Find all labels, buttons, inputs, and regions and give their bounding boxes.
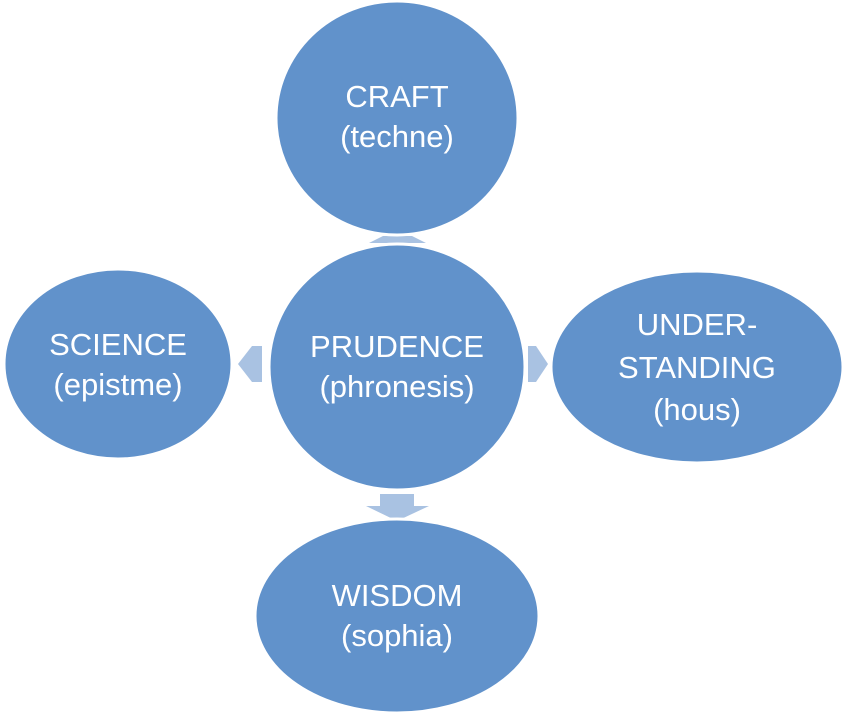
node-understanding-shape xyxy=(549,269,845,465)
arrow-down-to-wisdom xyxy=(366,494,429,521)
node-wisdom-subtitle: (sophia) xyxy=(341,618,453,653)
node-understanding-subtitle: (hous) xyxy=(653,392,741,427)
node-prudence-title: PRUDENCE xyxy=(310,329,484,364)
node-wisdom: WISDOM (sophia) xyxy=(253,517,541,715)
node-craft-shape xyxy=(274,0,520,237)
node-prudence: PRUDENCE (phronesis) xyxy=(267,242,527,492)
arrow-right-to-understanding xyxy=(528,346,548,382)
node-craft-title: CRAFT xyxy=(345,79,448,114)
node-prudence-shape xyxy=(267,242,527,492)
node-understanding-title-2: STANDING xyxy=(618,350,776,385)
node-science-shape xyxy=(2,267,234,461)
node-science-subtitle: (epistme) xyxy=(53,367,182,402)
node-understanding: UNDER- STANDING (hous) xyxy=(549,269,845,465)
node-wisdom-title: WISDOM xyxy=(332,578,463,613)
node-understanding-title-1: UNDER- xyxy=(637,307,758,342)
node-prudence-subtitle: (phronesis) xyxy=(319,369,474,404)
node-science-title: SCIENCE xyxy=(49,327,187,362)
arrow-left-to-science xyxy=(238,346,262,382)
node-craft: CRAFT (techne) xyxy=(274,0,520,237)
node-science: SCIENCE (epistme) xyxy=(2,267,234,461)
node-craft-subtitle: (techne) xyxy=(340,119,454,154)
arrow-up-to-craft xyxy=(369,236,426,243)
node-wisdom-shape xyxy=(253,517,541,715)
